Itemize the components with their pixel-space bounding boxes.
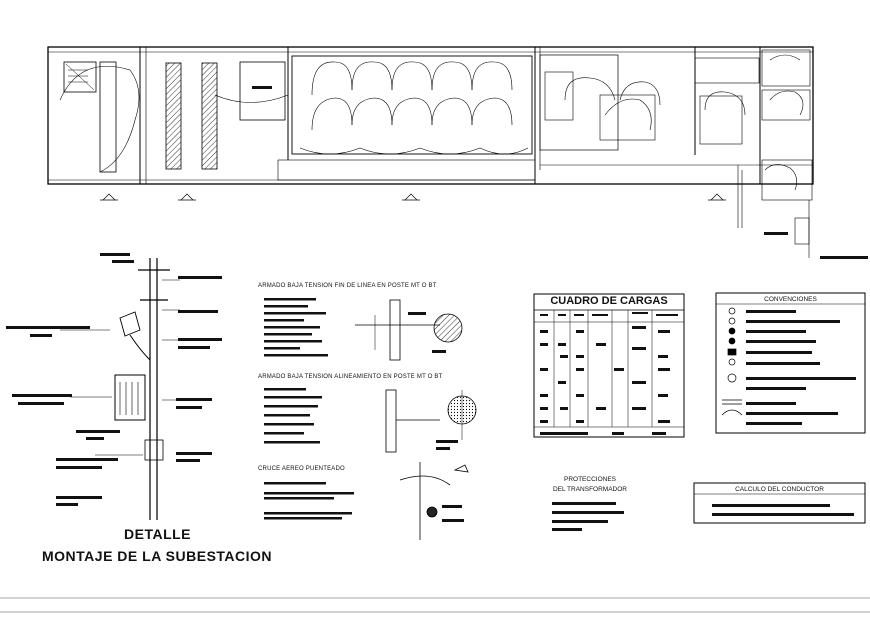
detail-title-line1: DETALLE: [124, 526, 192, 542]
load-table-title: CUADRO DE CARGAS: [550, 295, 668, 307]
conventions-title: CONVENCIONES: [764, 296, 817, 303]
cruce-aereo-drawing: [399, 462, 469, 540]
lighting-loops: [59, 54, 804, 191]
floor-plan: [47, 46, 814, 258]
protecciones-title-2: DEL TRANSFORMADOR: [552, 486, 628, 493]
substation-pole: [60, 258, 180, 520]
load-table-grid: [533, 293, 685, 438]
section-title-alineamiento: ARMADO BAJA TENSION ALINEAMIENTO EN POST…: [258, 374, 443, 380]
detail-title-line2: MONTAJE DE LA SUBESTACION: [42, 548, 273, 564]
armado-fin-linea-drawing: [355, 299, 463, 361]
conventions-box-frame: [715, 292, 866, 434]
protecciones-title-1: PROTECCIONES: [563, 476, 616, 483]
section-title-cruce-aereo: CRUCE AEREO PUENTEADO: [258, 466, 345, 472]
conductor-calc-title: CALCULO DEL CONDUCTOR: [735, 486, 824, 493]
armado-alineamiento-drawing: [385, 389, 477, 453]
section-title-fin-linea: ARMADO BAJA TENSION FIN DE LINEA EN POST…: [258, 283, 437, 289]
illegible-annotations: [6, 86, 868, 531]
conductor-box-frame: [693, 482, 866, 524]
section-markers: [100, 193, 726, 201]
convention-symbols: [721, 307, 743, 416]
